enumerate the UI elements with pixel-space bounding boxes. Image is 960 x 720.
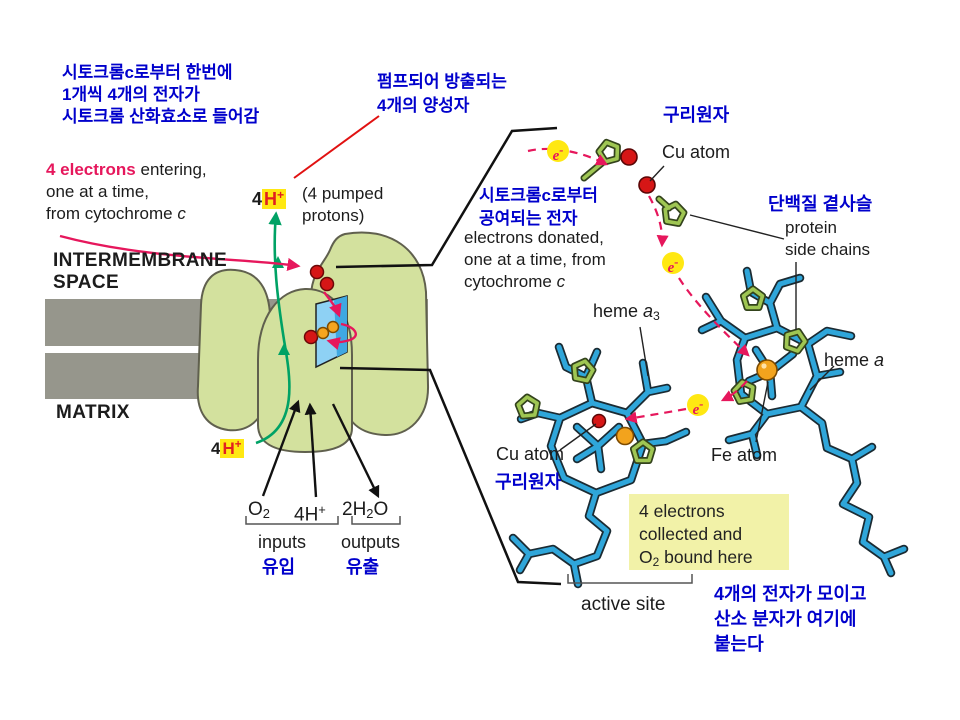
korean-outputs-label: 유출 <box>346 557 380 577</box>
korean-copper-top-label: 구리원자 <box>663 105 730 125</box>
electron-entry-arrows <box>59 234 357 350</box>
water-output-arrow <box>331 403 380 499</box>
o2-input-arrow <box>261 399 301 497</box>
h4-label: 4H+ <box>294 502 326 526</box>
intermembrane-space-label: INTERMEMBRANE SPACE <box>53 250 228 293</box>
enzyme-left-lobe <box>196 268 272 432</box>
metal-spheres <box>591 148 778 446</box>
brackets <box>245 516 693 584</box>
active-site-bracket <box>567 574 693 584</box>
heme-a3-label: heme a3 <box>593 301 660 324</box>
electrons-collected-note: 4 electrons collected and O2 bound here <box>629 494 789 570</box>
callout-lines <box>335 126 562 586</box>
io-arrows <box>261 399 380 499</box>
electrons-donated-label: electrons donated, one at a time, from c… <box>464 228 606 291</box>
pumped-protons-label: (4 pumped protons) <box>302 184 384 225</box>
metal-centers-small <box>303 264 340 345</box>
heme-a-label: heme a <box>824 350 885 370</box>
korean-collected-note: 4개의 전자가 모이고 산소 분자가 여기에 붙는다 <box>714 584 867 654</box>
outputs-label: outputs <box>341 532 401 552</box>
korean-entering-note: 시토크롬c로부터 한번에 1개씩 4개의 전자가 시토크롬 산화효소로 들어감 <box>62 63 260 126</box>
electron-badge-1: e- <box>547 140 569 164</box>
fe-sphere <box>756 359 778 381</box>
cu-atom-bottom-label: Cu atom <box>496 444 565 464</box>
electron-transfer-arcs <box>527 147 750 424</box>
korean-side-chains-label: 단백질 곁사슬 <box>768 194 873 214</box>
korean-copper-bottom-label: 구리원자 <box>495 472 562 492</box>
water-label: 2H2O <box>342 499 389 522</box>
cu-sphere-active-site <box>615 426 635 446</box>
inputs-bracket <box>245 516 339 525</box>
inputs-label: inputs <box>258 532 307 552</box>
electron-badge-3: e- <box>687 394 709 418</box>
electrons-entering-label: 4 electrons entering, one at a time, fro… <box>46 160 207 223</box>
electron-badge-2: e- <box>662 252 684 276</box>
korean-donated-note: 시토크롬c로부터 공여되는 전자 <box>479 186 598 228</box>
pointer-lines <box>559 165 835 451</box>
active-site-label: active site <box>581 594 666 615</box>
outputs-bracket <box>351 516 401 525</box>
cu-sphere-top-2 <box>638 176 656 194</box>
cu-sphere-top-1 <box>620 148 638 166</box>
h-input-arrow <box>304 402 318 498</box>
korean-inputs-label: 유입 <box>262 557 296 577</box>
fe-atom-label: Fe atom <box>711 445 778 465</box>
callout-lower <box>339 366 562 586</box>
korean-pumped-note: 펌프되어 방출되는 4개의 양성자 <box>377 72 507 115</box>
protein-side-chains-label: protein side chains <box>785 218 871 259</box>
red-annotation-line <box>293 115 380 179</box>
cu-atom-top-label: Cu atom <box>662 142 731 162</box>
matrix-label: MATRIX <box>56 402 130 423</box>
callout-upper <box>335 126 558 269</box>
o2-label: O2 <box>248 499 270 522</box>
